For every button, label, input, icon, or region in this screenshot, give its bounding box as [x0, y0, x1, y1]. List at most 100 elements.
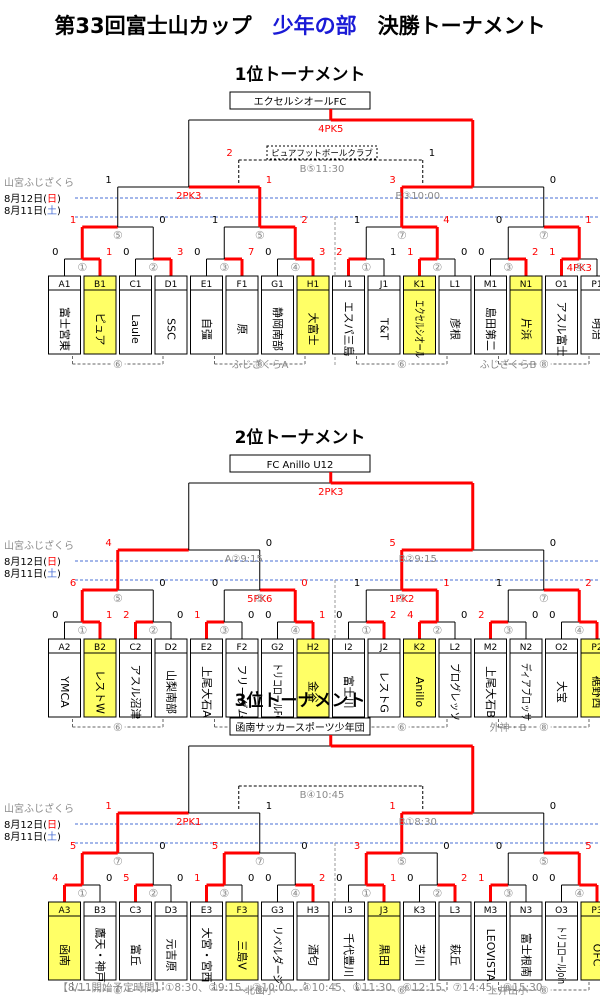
t2-r1-m7-score-left: 2	[478, 610, 484, 621]
t3-r1-m8-score-left: 0	[549, 873, 555, 884]
t2-team-box-4	[154, 638, 188, 718]
t2-r1-m6-score-right: 0	[461, 610, 467, 621]
t1-r1-m2-score-left: 0	[123, 247, 129, 258]
t3-team-name-4: 元吉原	[165, 939, 178, 972]
t2-semi-right-slot: B②9:15	[399, 554, 437, 565]
t2-team-name-9: 富士川	[342, 676, 356, 709]
t3-qf-m1-score-right: 0	[159, 841, 165, 852]
t3-qf-m1-score-left: 5	[70, 841, 76, 852]
t2-qf-m2-pk: 5PK6	[247, 594, 272, 605]
t2-r1-mark-4: ④	[290, 624, 300, 637]
t2-team-box-6	[225, 638, 259, 718]
t1-qf-mark-2: ⑤	[255, 229, 265, 242]
t2-team-box-7	[261, 638, 294, 718]
t1-bottom-mark-bg-1	[110, 357, 125, 370]
t1-bottom-mark-bg-3	[394, 357, 409, 370]
t2-r1-mark-1: ①	[77, 624, 87, 637]
t1-r1-m4-score-right: 3	[319, 247, 325, 258]
t3-qf-m2-score-right: 0	[301, 841, 307, 852]
t2-team-name-11: Anillo	[413, 677, 426, 708]
t2-bottom-mark-1: ⑥	[113, 721, 123, 734]
t2-team-box-10	[367, 638, 401, 718]
t1-venue-left: ふじざくらA	[232, 358, 289, 371]
t2-qf-m4-score-right: 2	[585, 578, 591, 589]
t3-team-name-11: 芝川	[413, 944, 426, 966]
t1-team-box-13	[474, 275, 507, 355]
t2-qf-m1-score-left: 6	[70, 578, 76, 589]
t1-third-name-box	[266, 145, 378, 160]
t2-team-name-12: プログレッソ	[449, 663, 463, 721]
t3-r1-m1-score-left: 4	[52, 873, 58, 884]
t3-bottom-mark-2: ⑧	[255, 984, 265, 997]
t2-team-code-10: J2	[379, 643, 388, 653]
t1-qf-m3-score-left: 1	[354, 215, 360, 226]
t1-team-name-11: エクセルシオール	[413, 300, 426, 358]
t1-team-name-1: 富士宮東	[58, 307, 72, 351]
t2-team-box-15	[545, 638, 578, 718]
t3-qf-mark-1: ⑦	[113, 855, 123, 868]
t1-team-box-15	[545, 275, 578, 355]
t2-r1-m4-score-left: 0	[265, 610, 271, 621]
t1-team-code-2: B1	[94, 280, 106, 290]
t2-qf-mark-3: ⑦	[397, 592, 407, 605]
t3-day1-label: 8月11日(土)	[4, 830, 61, 843]
t2-team-box-12	[438, 638, 472, 718]
t3-bottom-mark-bg-1	[110, 983, 125, 996]
t3-team-name-16: OFC	[591, 944, 600, 967]
t2-team-box-9	[332, 638, 365, 718]
t3-day2-label: 8月12日(日)	[4, 819, 61, 831]
t3-team-box-9	[332, 901, 365, 981]
t1-team-name-9: エスパ三島	[342, 302, 356, 357]
t1-team-name-6: 原	[236, 324, 249, 335]
t2-r1-mark-8: ④	[574, 624, 584, 637]
title-division: 少年の部	[272, 14, 357, 38]
t3-semi-left-score-right: 1	[266, 801, 272, 812]
t2-team-code-7: G2	[271, 643, 284, 653]
t2-team-box-5	[190, 638, 223, 718]
t2-team-name-15: 大宝	[555, 681, 569, 703]
t2-team-name-1: YMCA	[58, 675, 71, 708]
t3-champion-name: 函南サッカースポーツ少年団	[235, 721, 364, 734]
t2-team-code-14: N2	[520, 643, 532, 653]
t1-qf-m1-score-left: 1	[70, 215, 76, 226]
t3-qf-m4-score-left: 0	[496, 841, 502, 852]
t3-r1-m2-score-left: 5	[123, 873, 129, 884]
t3-r1-m3-score-right: 0	[248, 873, 254, 884]
t2-heading: 2位トーナメント	[235, 427, 366, 448]
t3-team-name-15: トリコロールJoin	[555, 926, 568, 984]
t2-team-box-8	[296, 638, 330, 718]
t1-team-name-13: 島田第二	[484, 307, 498, 351]
t2-r1-mark-6: ②	[432, 624, 442, 637]
t2-bottom-mark-bg-4	[536, 720, 551, 733]
t2-team-name-7: トリコロールFC	[271, 663, 284, 721]
t1-r1-mark-3: ③	[219, 261, 229, 274]
t1-team-code-5: E1	[201, 280, 212, 290]
t1-team-name-5: 自彊	[200, 318, 213, 340]
t3-r1-mark-8: ④	[574, 887, 584, 900]
t3-bottom-mark-1: ⑥	[113, 984, 123, 997]
t1-bottom-mark-2: ⑧	[255, 358, 265, 371]
t1-qf-m4-score-left: 0	[496, 215, 502, 226]
t1-third-name: ピュアフットボールクラブ	[271, 148, 373, 159]
t3-team-code-1: A3	[59, 906, 71, 916]
t1-team-box-1	[48, 275, 81, 355]
t1-semi-right-slot: B③10:00	[395, 191, 440, 202]
schedule-footer: 【8/11開始予定時間】①8:30、②9:15、③10:00、④10:45、⑤1…	[57, 982, 543, 994]
t1-qf-m3-score-right: 4	[443, 215, 449, 226]
t3-team-code-10: J3	[379, 906, 388, 916]
t3-team-box-16	[580, 901, 600, 981]
t2-qf-m3-pk: 1PK2	[389, 594, 414, 605]
t1-r1-m3-score-left: 0	[194, 247, 200, 258]
t3-third-slot: B④10:45	[300, 790, 345, 801]
t1-final-pk: 4PK5	[318, 124, 343, 135]
t3-bottom-mark-3: ⑥	[397, 984, 407, 997]
t3-team-code-12: L3	[450, 906, 461, 916]
t1-r1-mark-2: ②	[148, 261, 158, 274]
t1-third-score-left: 2	[226, 148, 232, 159]
t3-r1-m5-score-left: 0	[336, 873, 342, 884]
t1-qf-mark-3: ⑦	[397, 229, 407, 242]
t2-team-name-6: フリーダム	[236, 665, 250, 720]
t3-r1-mark-1: ①	[77, 887, 87, 900]
t3-team-code-16: P3	[591, 906, 600, 916]
t2-team-code-8: H2	[307, 643, 320, 653]
